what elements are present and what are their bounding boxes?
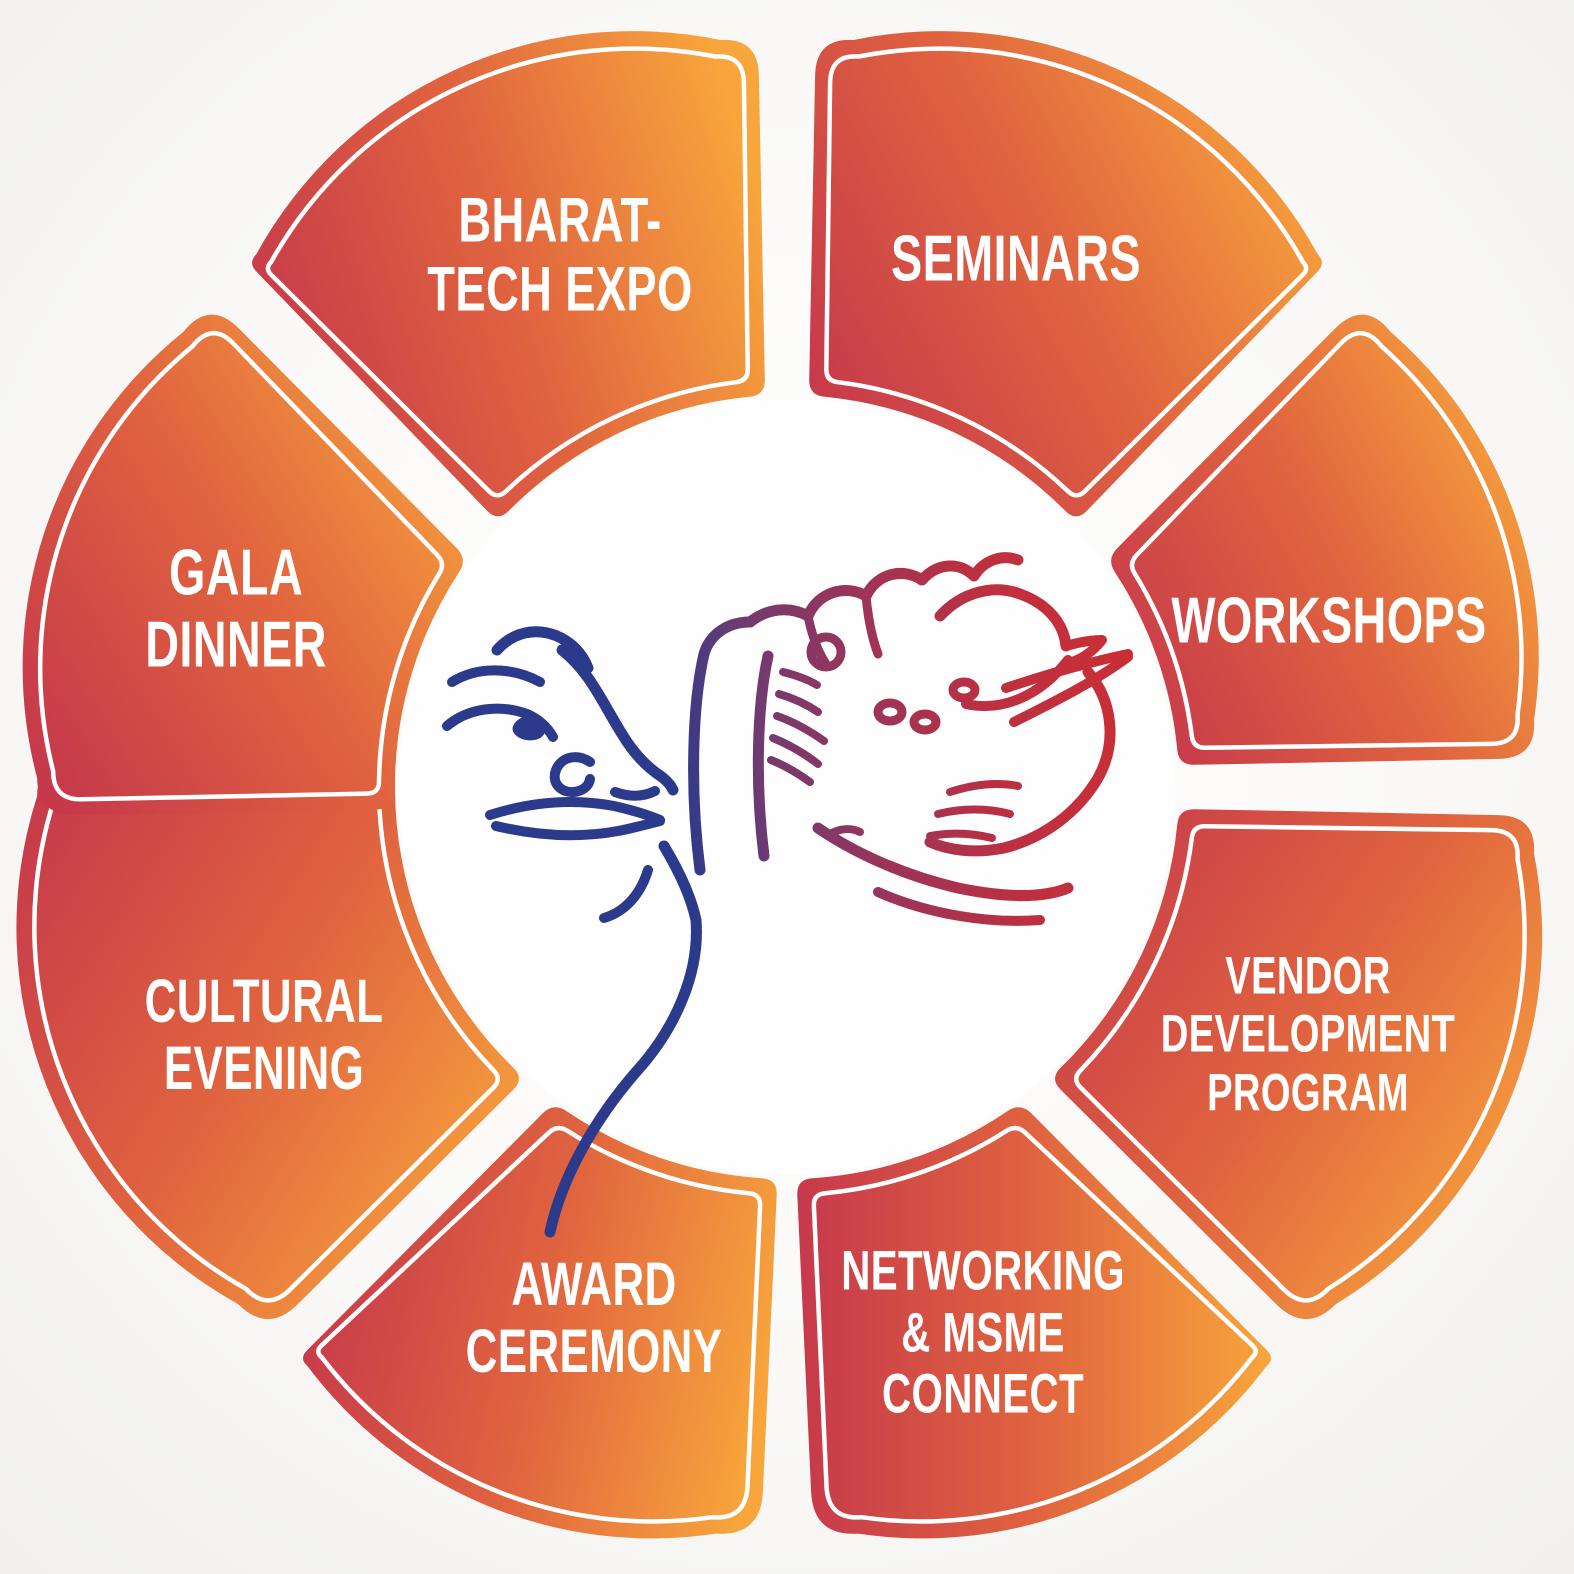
segment-label-award-ceremony: AWARD CEREMONY: [465, 1249, 723, 1385]
illustration-stroke: [688, 616, 756, 876]
segment-shape-gala: [22, 314, 463, 816]
fingernail-icon: [948, 677, 980, 703]
segment-inset-outline-bharat: [265, 46, 750, 498]
segment-shape-seminars: [809, 31, 1322, 517]
fingernail-icon: [909, 709, 941, 735]
illustration-stroke: [773, 712, 828, 745]
conch-blower-illustration: [442, 552, 1133, 1238]
segment-label-gala-dinner: GALA DINNER: [145, 535, 327, 680]
illustration-stroke: [556, 644, 679, 796]
illustration-stroke: [873, 887, 1045, 926]
segment-label-vendor-development-program: VENDOR DEVELOPMENT PROGRAM: [1160, 946, 1456, 1123]
center-disc: [399, 399, 1175, 1175]
illustration-stroke: [752, 650, 774, 862]
illustration-stroke: [775, 690, 822, 716]
segment-inset-outline-seminars: [824, 46, 1309, 498]
segment-label-seminars: SEMINARS: [891, 221, 1141, 295]
illustration-stroke: [549, 752, 595, 798]
segment-label-networking-msme-connect: NETWORKING & MSME CONNECT: [841, 1238, 1125, 1425]
segment-label-cultural-evening: CULTURAL EVENING: [144, 966, 384, 1102]
illustration-stroke: [861, 591, 883, 659]
fingernail-icon: [806, 632, 846, 672]
illustration-stroke: [744, 552, 1024, 628]
segment-shape-bharat: [252, 31, 765, 517]
illustration-stroke: [1009, 652, 1133, 727]
illustration-stroke: [491, 626, 594, 674]
illustration-stroke: [491, 816, 665, 841]
segment-label-workshops: WORKSHOPS: [1171, 583, 1487, 657]
segment-inset-outline-workshops: [1129, 330, 1524, 750]
illustration-stroke: [769, 734, 822, 768]
segment-inset-outline-networking: [811, 1125, 1258, 1524]
segment-workshops: [1111, 314, 1539, 765]
illustration-stroke: [934, 805, 1014, 818]
segment-inset-outline-award: [316, 1125, 763, 1524]
segment-networking: [797, 1107, 1271, 1539]
illustration-stroke: [447, 665, 545, 687]
segment-inset-outline-vendor: [1073, 824, 1527, 1303]
illustration-stroke: [828, 825, 864, 837]
segment-bharat: [252, 31, 765, 517]
illustration-stroke: [485, 797, 665, 825]
illustration-stroke: [934, 584, 1072, 652]
illustration-stroke: [812, 822, 1074, 901]
illustration-stroke: [779, 668, 821, 689]
segment-shape-award: [303, 1107, 777, 1539]
segment-label-bharat-tech-expo: BHARAT- TECH EXPO: [427, 185, 693, 325]
illustration-stroke: [946, 780, 1022, 796]
illustration-stroke: [1061, 635, 1107, 667]
segment-gala: [22, 314, 463, 816]
illustration-stroke: [442, 703, 558, 742]
segment-inset-outline-gala: [37, 330, 445, 802]
eye-lash-blob: [512, 716, 546, 741]
illustration-stroke: [924, 666, 1116, 857]
illustration-stroke: [926, 829, 996, 842]
segment-vendor: [1055, 809, 1543, 1320]
illustration-stroke: [767, 756, 814, 786]
segment-shape-workshops: [1111, 314, 1539, 765]
segment-award: [303, 1107, 777, 1539]
illustration-stroke: [544, 840, 702, 1238]
segment-shape-vendor: [1055, 809, 1543, 1320]
segment-seminars: [809, 31, 1322, 517]
segment-shape-networking: [797, 1107, 1271, 1539]
fingernail-icon: [873, 698, 907, 726]
illustration-stroke: [599, 865, 653, 923]
illustration-stroke: [610, 786, 660, 801]
illustration-stroke: [1001, 649, 1133, 693]
